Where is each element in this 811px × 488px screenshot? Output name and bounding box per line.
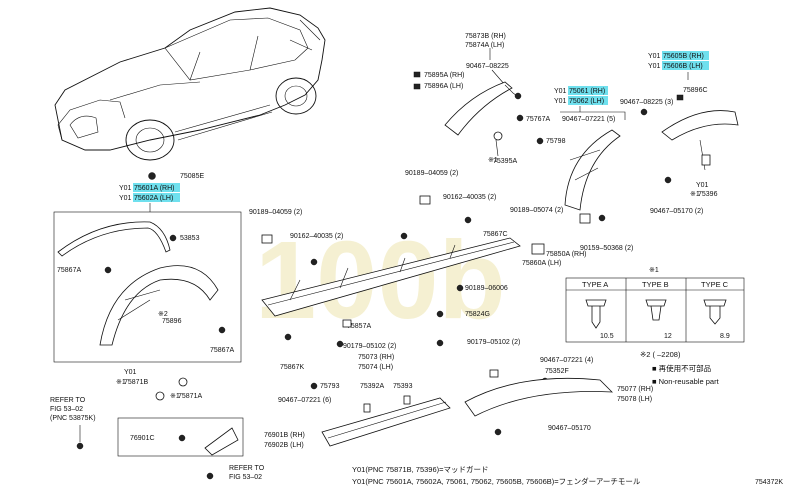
y01-b2: Y01 bbox=[554, 98, 567, 105]
label-75874a: 75874A (LH) bbox=[465, 42, 504, 49]
label-75896: 75896 bbox=[162, 318, 182, 325]
y01-c2: Y01 bbox=[648, 63, 661, 70]
label-75767a: 75767A bbox=[526, 116, 550, 123]
label-75857a: 75857A bbox=[347, 323, 371, 330]
label-76901c: 76901C bbox=[130, 435, 155, 442]
label-90189-05074-2: 90189–05074 (2) bbox=[510, 207, 563, 214]
label-75798: 75798 bbox=[546, 138, 566, 145]
label-90467-08225-3: 90467–08225 (3) bbox=[620, 99, 673, 106]
label-75867k: 75867K bbox=[280, 364, 304, 371]
star2: ※2 bbox=[158, 311, 168, 318]
label-75896c: 75896C bbox=[683, 87, 708, 94]
vehicle-illustration bbox=[54, 7, 326, 161]
y01-b1: Y01 bbox=[554, 88, 567, 95]
type-a-label: TYPE A bbox=[582, 280, 608, 289]
label-75824g: 75824G bbox=[465, 311, 490, 318]
label-90189-04059-2a: 90189–04059 (2) bbox=[249, 209, 302, 216]
clip-type-table bbox=[565, 277, 745, 343]
label-75860a: 75860A (LH) bbox=[522, 260, 561, 267]
type-b-label: TYPE B bbox=[642, 280, 669, 289]
label-90189-06006: 90189–06006 bbox=[465, 285, 508, 292]
label-75867a-a: 75867A bbox=[57, 267, 81, 274]
label-90467-07221-5: 90467–07221 (5) bbox=[562, 116, 615, 123]
label-90162-40035-2b: 90162–40035 (2) bbox=[443, 194, 496, 201]
dim-b: 12 bbox=[664, 333, 672, 340]
label-75601a: 75601A (RH) bbox=[134, 185, 174, 192]
label-75078: 75078 (LH) bbox=[617, 396, 652, 403]
refer2-b: FIG 53–02 bbox=[229, 474, 262, 481]
star1-c: ※1 bbox=[116, 379, 126, 386]
label-76902b: 76902B (LH) bbox=[264, 442, 304, 449]
label-53853: 53853 bbox=[180, 235, 200, 242]
label-90179-05102-2b: 90179–05102 (2) bbox=[467, 339, 520, 346]
y01-e: Y01 bbox=[696, 182, 709, 189]
y01-f1: Y01 bbox=[119, 185, 132, 192]
label-75896a: 75896A (LH) bbox=[424, 83, 463, 90]
label-75352f: 75352F bbox=[545, 368, 569, 375]
label-75867c: 75867C bbox=[483, 231, 508, 238]
footnote-2: Y01(PNC 75601A, 75602A, 75061, 75062, 75… bbox=[352, 476, 641, 486]
label-75793: 75793 bbox=[320, 383, 340, 390]
label-75873b: 75873B (RH) bbox=[465, 33, 506, 40]
dim-c: 8.9 bbox=[720, 333, 730, 340]
mudguard-box bbox=[117, 417, 244, 457]
refer1-a: REFER TO bbox=[50, 397, 86, 404]
label-75602a: 75602A (LH) bbox=[134, 195, 173, 202]
label-75871b: 75871B bbox=[124, 379, 148, 386]
label-90467-07221-6: 90467–07221 (6) bbox=[278, 397, 331, 404]
label-90162-40035-2a: 90162–40035 (2) bbox=[290, 233, 343, 240]
label-75073: 75073 (RH) bbox=[358, 354, 394, 361]
label-75871a: 75871A bbox=[178, 393, 202, 400]
label-90189-04059-2b: 90189–04059 (2) bbox=[405, 170, 458, 177]
label-75395a: 75395A bbox=[493, 158, 517, 165]
refer2-a: REFER TO bbox=[229, 465, 265, 472]
refer1-c: (PNC 53875K) bbox=[50, 415, 96, 422]
label-75396: 75396 bbox=[698, 191, 718, 198]
refer1-b: FIG 53–02 bbox=[50, 406, 83, 413]
star1-d: ※1 bbox=[170, 393, 180, 400]
star1-b: ※1 bbox=[690, 191, 700, 198]
label-75850a: 75850A (RH) bbox=[546, 251, 586, 258]
left-detail-box bbox=[53, 211, 242, 363]
label-90159-50368-2: 90159–50368 (2) bbox=[580, 245, 633, 252]
lower-moulding bbox=[321, 397, 451, 447]
label-75606b: 75606B (LH) bbox=[663, 63, 703, 70]
legend-non-reusable-jp: ■ 再使用不可部品 bbox=[652, 363, 711, 373]
label-75077: 75077 (RH) bbox=[617, 386, 653, 393]
rocker-panel bbox=[261, 237, 521, 317]
label-75062: 75062 (LH) bbox=[569, 98, 604, 105]
label-75895a: 75895A (RH) bbox=[424, 72, 464, 79]
star1-a: ※1 bbox=[488, 157, 498, 164]
label-90467-07221-4: 90467–07221 (4) bbox=[540, 357, 593, 364]
label-75085e: 75085E bbox=[180, 173, 204, 180]
diagram-code: 754372K bbox=[755, 479, 783, 486]
rear-moulding bbox=[464, 377, 614, 417]
label-90467-08225: 90467–08225 bbox=[466, 63, 509, 70]
label-75867a-b: 75867A bbox=[210, 347, 234, 354]
label-75393: 75393 bbox=[393, 383, 413, 390]
y01-f2: Y01 bbox=[119, 195, 132, 202]
label-90467-05170-2: 90467–05170 (2) bbox=[650, 208, 703, 215]
footnote-1: Y01(PNC 75871B, 75396)=マッドガード bbox=[352, 464, 489, 474]
legend-non-reusable-en: ■ Non-reusable part bbox=[652, 377, 720, 386]
label-75392a: 75392A bbox=[360, 383, 384, 390]
label-90467-05170: 90467–05170 bbox=[548, 425, 591, 432]
y01-h: Y01 bbox=[124, 369, 137, 376]
type-star: ※1 bbox=[649, 267, 659, 274]
type-c-label: TYPE C bbox=[701, 280, 729, 289]
label-75074: 75074 (LH) bbox=[358, 364, 393, 371]
dim-a: 10.5 bbox=[600, 333, 614, 340]
label-75061: 75061 (RH) bbox=[569, 88, 605, 95]
legend-star2: ※2 ( –2208) bbox=[640, 350, 681, 359]
label-76901b: 76901B (RH) bbox=[264, 432, 305, 439]
label-90179-05102-2a: 90179–05102 (2) bbox=[343, 343, 396, 350]
label-75605b: 75605B (RH) bbox=[663, 53, 704, 60]
y01-c1: Y01 bbox=[648, 53, 661, 60]
